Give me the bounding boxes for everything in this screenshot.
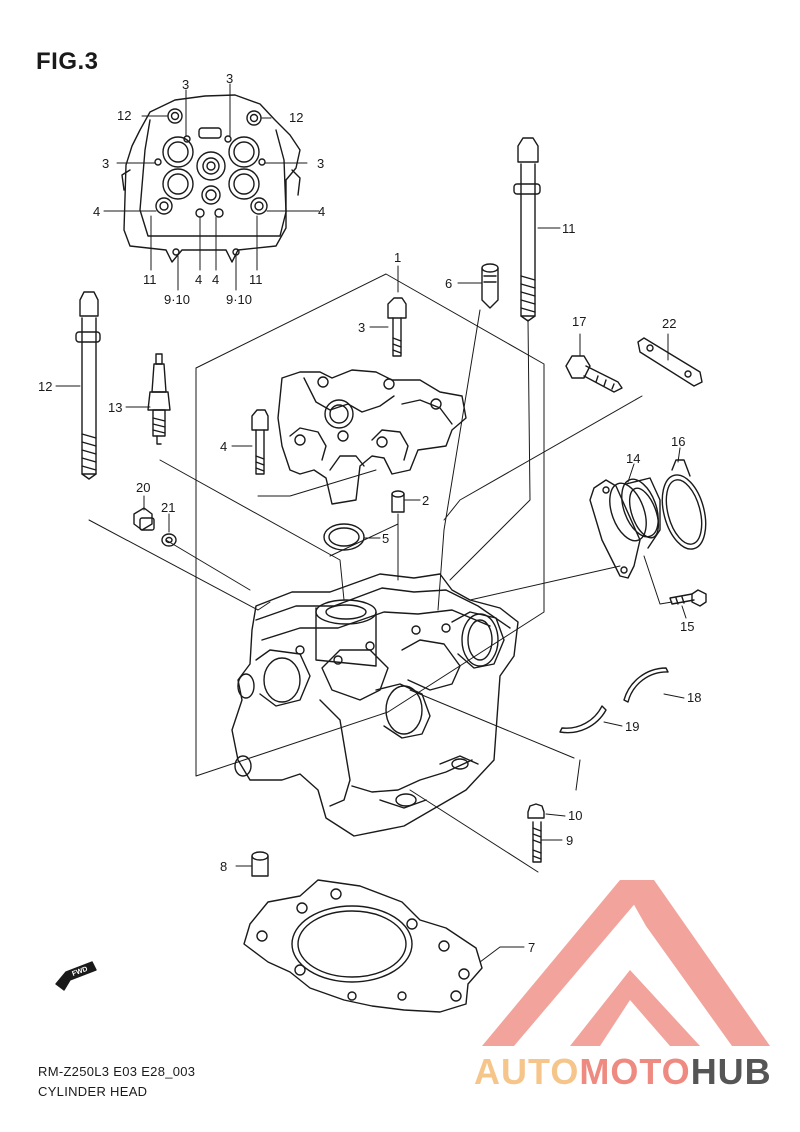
part-6-valve-stem-sleeve [481,263,499,309]
part-20-plug [133,507,155,531]
callout-labels: 3 3 12 12 3 3 4 4 11 4 4 11 9·10 9·10 1 … [38,71,701,955]
fwd-arrow-icon: FWD [55,961,97,991]
automotohub-logo-text: AUTOMOTOHUB [474,1051,772,1093]
part-8-dowel-pin [251,851,269,877]
callout-6: 6 [445,276,452,291]
figure-title: FIG.3 [36,48,99,75]
camshaft-holder [277,369,467,505]
callout-top-3a: 3 [182,77,189,92]
callout-3: 3 [358,320,365,335]
part-10-cap-nut [527,803,545,819]
callout-7: 7 [528,940,535,955]
part-5-o-ring [323,523,365,551]
part-17-bolt [565,355,623,393]
diagram-caption: CYLINDER HEAD [38,1084,148,1099]
part-16-clamp [661,459,707,550]
part-18-retainer [623,667,669,703]
callout-11: 11 [562,221,576,236]
part-12-head-bolt [75,291,101,480]
callout-15: 15 [680,619,694,634]
part-15-bolt [669,589,707,607]
callout-17: 17 [572,314,586,329]
part-2-dowel-pin [391,490,405,513]
callout-top-11a: 11 [143,272,157,287]
callout-top-3b: 3 [226,71,233,86]
callout-16: 16 [671,434,685,449]
top-view-port-right-upper [228,136,260,168]
part-19-retainer [559,705,607,734]
top-view-leaders [103,83,320,291]
part-9-stud-bolt [532,821,542,863]
callout-top-910a: 9·10 [164,292,190,307]
callout-12: 12 [38,379,52,394]
callout-9: 9 [566,833,573,848]
callout-10: 10 [568,808,582,823]
part-4-bolt [251,409,269,475]
callout-top-12a: 12 [117,108,131,123]
callout-top-3d: 3 [317,156,324,171]
callout-top-3c: 3 [102,156,109,171]
logo-text-auto: AUTO [474,1051,580,1092]
cylinder-head-assembly-frame [195,273,545,777]
logo-triangle-icon [482,880,770,1046]
callout-2: 2 [422,493,429,508]
diagram-code: RM-Z250L3 E03 E28_003 [38,1064,196,1079]
leader-lines [55,227,687,963]
part-22-bracket [637,337,703,387]
callout-top-11b: 11 [249,272,263,287]
logo-text-hub: HUB [690,1051,772,1092]
callout-13: 13 [108,400,122,415]
top-view-spark-plug-seat [196,151,226,181]
part-13-spark-plug [147,353,171,445]
callout-top-910b: 9·10 [226,292,252,307]
callout-20: 20 [136,480,150,495]
top-view-port-right-lower [228,168,260,200]
part-3-bolt [387,297,407,357]
logo-text-moto: MOTO [579,1051,691,1092]
top-view-port-left-upper [162,136,194,168]
callout-22: 22 [662,316,676,331]
callout-8: 8 [220,859,227,874]
part-11-head-bolt [513,137,541,322]
callout-1: 1 [394,250,401,265]
part-7-cylinder-head-gasket [243,879,483,1013]
automotohub-logo-triangle [482,880,770,1046]
callout-top-4d: 4 [212,272,219,287]
callout-5: 5 [382,531,389,546]
callout-18: 18 [687,690,701,705]
callout-top-4c: 4 [195,272,202,287]
callout-14: 14 [626,451,640,466]
cylinder-head-body [231,573,519,837]
top-view-port-left-lower [162,168,194,200]
top-view-inset [103,83,320,291]
callout-top-4a: 4 [93,204,100,219]
callout-19: 19 [625,719,639,734]
callout-21: 21 [161,500,175,515]
callout-top-4b: 4 [318,204,325,219]
part-14-intake-pipe [589,477,661,579]
callout-top-12b: 12 [289,110,303,125]
callout-4: 4 [220,439,227,454]
